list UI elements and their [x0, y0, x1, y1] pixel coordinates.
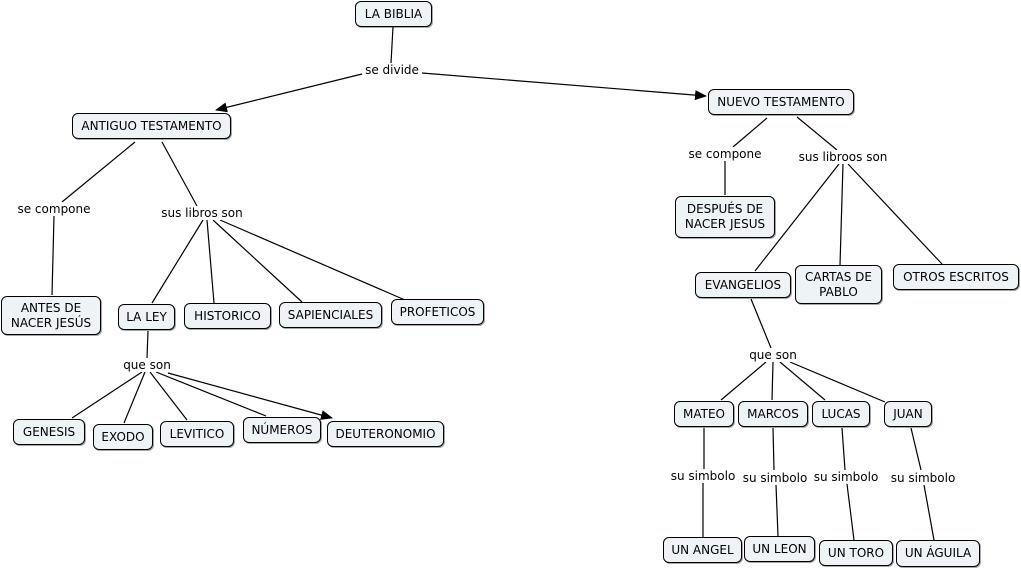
link-queson-genesis	[71, 371, 143, 419]
link-libros-sapienciales	[212, 219, 303, 303]
node-numeros[interactable]: NÚMEROS	[243, 417, 321, 443]
node-nuevo-testamento[interactable]: NUEVO TESTAMENTO	[708, 89, 854, 115]
link-nuevo-libros	[796, 116, 838, 151]
phrase-ley-que-son: que son	[121, 358, 173, 372]
node-un-toro[interactable]: UN TORO	[819, 540, 893, 566]
node-genesis[interactable]: GENESIS	[13, 419, 85, 445]
link-juan-simbolo	[910, 427, 922, 471]
link-libros-ley	[151, 219, 204, 304]
link-libros-profeticos	[219, 219, 406, 301]
link-simbolo-aguila	[923, 484, 935, 541]
node-un-leon[interactable]: UN LEON	[744, 536, 815, 562]
node-sapienciales[interactable]: SAPIENCIALES	[279, 302, 382, 328]
link-ley-queson	[146, 330, 149, 359]
link-biblia-divide	[390, 26, 394, 64]
link-queson-deuteronomio	[167, 372, 333, 420]
node-exodo[interactable]: EXODO	[93, 424, 153, 450]
link-libros-otros	[847, 163, 943, 265]
link-queson-numeros	[155, 371, 267, 417]
phrase-simbolo-juan: su simbolo	[888, 471, 958, 485]
node-marcos[interactable]: MARCOS	[738, 401, 808, 427]
phrase-simbolo-mateo: su simbolo	[668, 469, 738, 483]
phrase-ev-que-son: que son	[747, 348, 799, 362]
link-divide-antiguo	[215, 73, 363, 113]
node-profeticos[interactable]: PROFETICOS	[391, 299, 484, 325]
node-lucas[interactable]: LUCAS	[812, 401, 870, 427]
link-queson-marcos	[771, 361, 774, 401]
link-simbolo-toro	[846, 483, 855, 541]
node-cartas-de-pablo[interactable]: CARTAS DE PABLO	[795, 265, 882, 304]
node-juan[interactable]: JUAN	[884, 401, 932, 427]
node-levitico[interactable]: LEVITICO	[160, 421, 234, 447]
link-queson-juan	[789, 361, 886, 403]
node-otros-escritos[interactable]: OTROS ESCRITOS	[893, 264, 1019, 290]
phrase-at-sus-libros-son: sus libros son	[159, 206, 245, 220]
link-queson-lucas	[779, 361, 826, 401]
node-deuteronomio[interactable]: DEUTERONOMIO	[327, 421, 444, 447]
link-libros-evangelios	[754, 163, 840, 272]
link-marcos-simbolo	[772, 427, 775, 471]
link-queson-exodo	[123, 371, 146, 424]
link-queson-mateo	[720, 361, 767, 401]
link-compone-antes	[51, 215, 55, 296]
phrase-simbolo-marcos: su simbolo	[740, 471, 810, 485]
phrase-nt-se-compone: se compone	[686, 147, 764, 161]
link-divide-nuevo	[421, 72, 707, 101]
phrase-nt-sus-libros-son: sus libroos son	[796, 150, 890, 164]
link-simbolo-leon	[775, 484, 779, 537]
link-libros-historico	[206, 219, 215, 304]
node-antes-de-nacer-jesus[interactable]: ANTES DE NACER JESÚS	[1, 296, 101, 335]
link-lucas-simbolo	[841, 427, 846, 471]
link-evangelios-queson	[750, 298, 772, 349]
node-mateo[interactable]: MATEO	[674, 401, 734, 427]
node-la-biblia[interactable]: LA BIBLIA	[355, 1, 432, 27]
link-queson-levitico	[149, 371, 188, 421]
node-despues-de-nacer-jesus[interactable]: DESPUÉS DE NACER JESUS	[675, 196, 775, 238]
link-nuevo-compone	[732, 117, 768, 148]
phrase-simbolo-lucas: su simbolo	[811, 470, 881, 484]
link-antiguo-compone	[61, 141, 136, 203]
node-un-aguila[interactable]: UN ÁGUILA	[896, 540, 980, 567]
node-la-ley[interactable]: LA LEY	[118, 304, 175, 330]
phrase-at-se-compone: se compone	[15, 202, 93, 216]
phrase-se-divide: se divide	[363, 63, 421, 77]
link-antiguo-libros	[161, 141, 198, 207]
node-historico[interactable]: HISTORICO	[184, 303, 271, 329]
node-un-angel[interactable]: UN ANGEL	[663, 537, 742, 563]
node-antiguo-testamento[interactable]: ANTIGUO TESTAMENTO	[72, 113, 231, 139]
node-evangelios[interactable]: EVANGELIOS	[695, 272, 791, 298]
link-libros-cartas	[839, 163, 844, 266]
